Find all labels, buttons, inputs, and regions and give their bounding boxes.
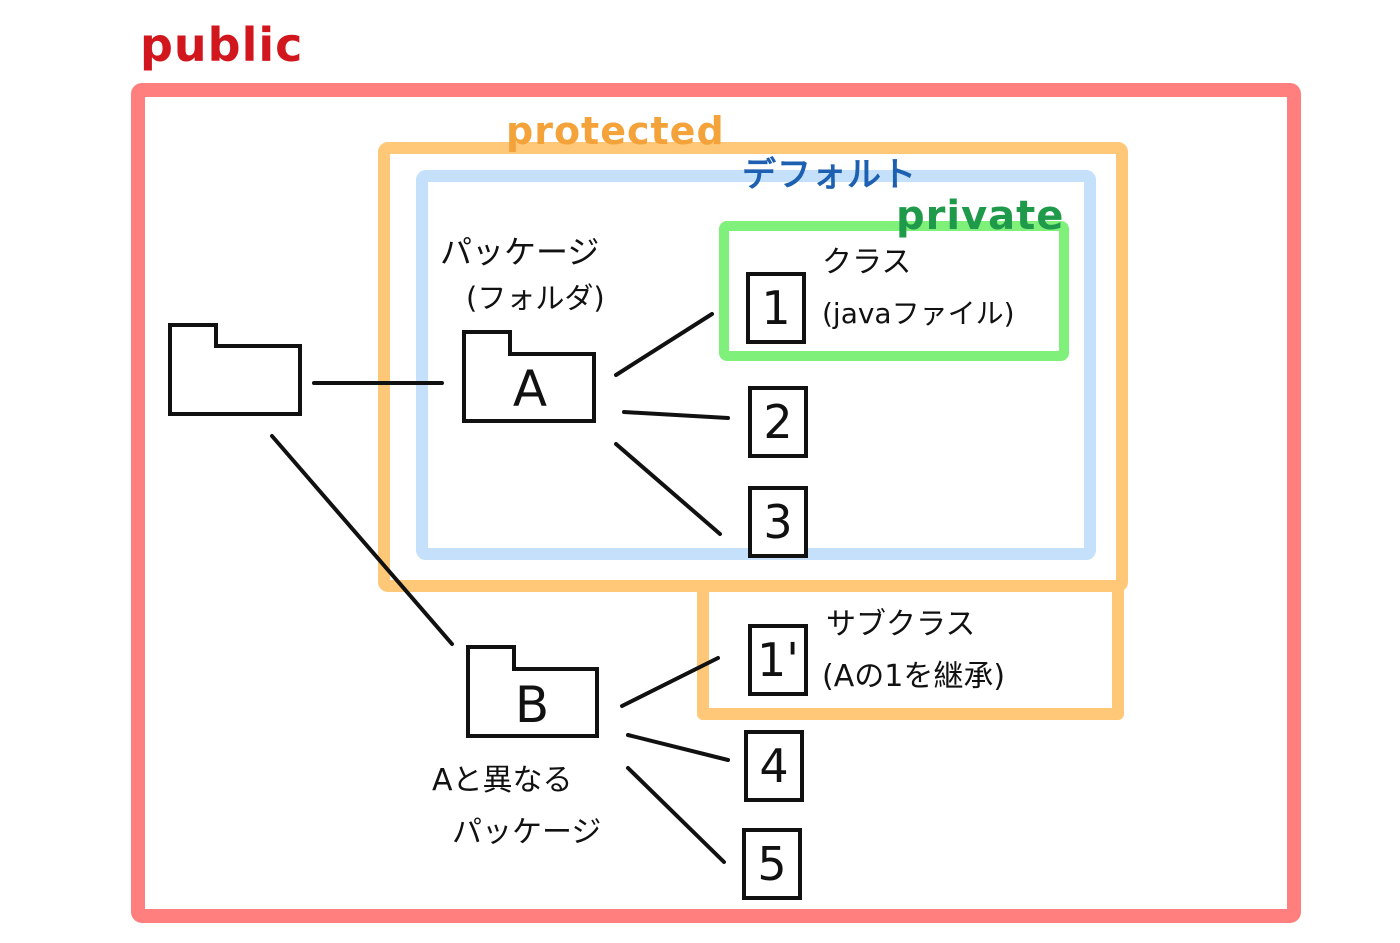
connector-a-to-2 [622, 410, 730, 420]
class-box-5: 5 [742, 828, 802, 900]
subclass-note-line2: (Aの1を継承) [822, 659, 1006, 694]
class-box-4: 4 [744, 730, 804, 802]
connector-a-to-3 [614, 442, 722, 536]
class-note-line1: クラス [822, 245, 912, 280]
connector-b-to-5 [626, 766, 726, 864]
folder-a-icon [462, 330, 596, 423]
connector-a-to-1 [614, 312, 714, 377]
protected-scope-label: protected [506, 109, 725, 153]
default-scope-label: デフォルト [742, 155, 917, 195]
class-note-line2: (javaファイル) [822, 297, 1015, 330]
public-scope-label: public [140, 18, 304, 72]
protected-subclass-extension [697, 586, 1124, 720]
folder-b-icon [466, 645, 599, 738]
public-scope-boundary [131, 83, 1301, 923]
class-box-1: 1 [746, 272, 806, 344]
protected-scope-boundary [378, 142, 1128, 592]
private-scope-boundary [719, 221, 1069, 361]
subclass-note-line1: サブクラス [826, 607, 976, 642]
package-b-label-line2: パッケージ [452, 815, 602, 850]
package-a-label-line1: パッケージ [440, 233, 600, 271]
class-box-1-sub: 1' [748, 624, 808, 696]
connector-root-to-b [270, 434, 454, 646]
root-folder-icon [168, 323, 302, 416]
connector-b-to-1sub [620, 656, 720, 708]
folder-b-letter: B [514, 676, 550, 734]
class-box-3: 3 [748, 486, 808, 558]
package-a-label-line2: (フォルダ) [466, 281, 605, 315]
connector-b-to-4 [626, 733, 730, 762]
package-b-label-line1: Aと異なる [432, 763, 573, 798]
private-scope-label: private [896, 193, 1065, 239]
class-box-2: 2 [748, 386, 808, 458]
folder-a-letter: A [512, 360, 548, 418]
